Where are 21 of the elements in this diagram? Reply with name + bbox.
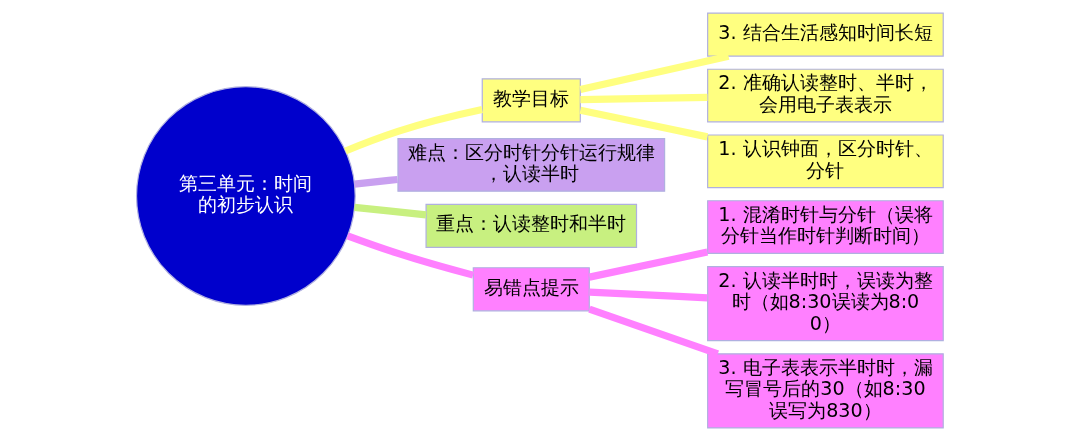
connector [580,93,708,104]
connector [354,175,398,188]
node-box: 教学目标 [481,78,581,123]
node-box: 3. 电子表表示半时时，漏写冒号后的30（如8:30误写为830） [707,353,944,429]
connector [588,305,719,358]
node-box: 2. 认读半时时，误读为整时（如8:30误读为8:00） [707,265,944,342]
connector [346,232,475,279]
connector [354,203,427,219]
connector [579,52,730,94]
connector [589,288,708,302]
node-box: 1. 认识钟面，区分时针、分针 [707,134,944,189]
connector [579,106,709,141]
node-box: 3. 结合生活感知时间长短 [707,12,944,57]
node-circle: 第三单元：时间的初步认识 [135,86,356,306]
node-box: 2. 准确认读整时、半时，会用电子表表示 [707,68,944,123]
node-box: 1. 混淆时针与分针（误将分针当作时针判断时间） [707,200,944,254]
connector [344,106,483,155]
node-box: 难点：区分时针分针运行规律，认读半时 [397,138,666,192]
node-box: 易错点提示 [472,267,590,312]
node-box: 重点：认读整时和半时 [425,203,638,248]
connector [588,248,709,281]
